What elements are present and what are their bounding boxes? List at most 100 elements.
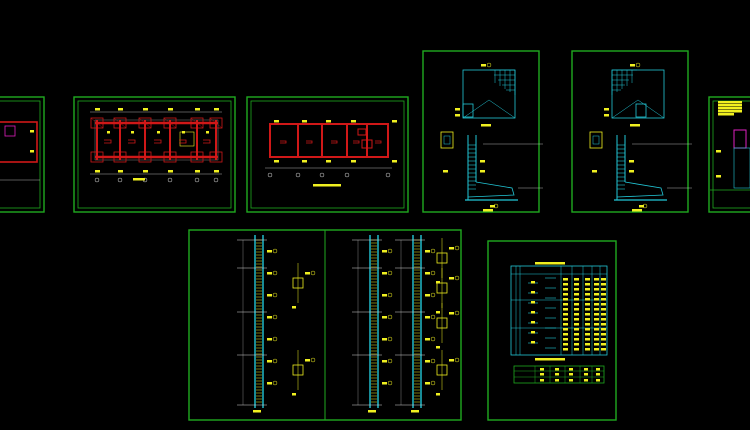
annotation-label (531, 281, 535, 284)
elevation-title (253, 410, 261, 413)
annotation-label (604, 114, 609, 117)
footing-diagonal (138, 117, 152, 129)
schedule-cell (574, 278, 579, 281)
summary-cell (569, 373, 573, 376)
schedule-cell (594, 338, 599, 341)
annotation-label (629, 160, 634, 163)
footing (163, 151, 177, 163)
rebar-mark-bubble (272, 248, 278, 254)
footing-section (616, 181, 664, 198)
schedule-cell (585, 278, 590, 281)
sheet-inner-frame (77, 100, 232, 209)
schedule-cell (594, 343, 599, 346)
footing-plan (462, 69, 516, 119)
schedule-cell (585, 293, 590, 296)
rebar-mark-bubble (642, 203, 648, 209)
footing-plan (611, 69, 665, 119)
sheet-frame-wall-section-partial (708, 96, 750, 213)
annotation-label (629, 170, 634, 173)
annotation-label (382, 360, 387, 363)
schedule-cell (601, 313, 606, 316)
annotation-label (639, 205, 644, 208)
annotation-label (455, 114, 460, 117)
annotation-label (131, 131, 134, 134)
sheet-content (0, 62, 750, 413)
footing-diagonal (209, 117, 223, 129)
annotation-label (425, 250, 430, 253)
schedule-cell (574, 343, 579, 346)
summary-cell (596, 379, 600, 382)
schedule-cell (594, 278, 599, 281)
annotation-label (449, 247, 454, 250)
schedule-cell (601, 308, 606, 311)
section-title (481, 124, 491, 127)
grid-bubble (319, 172, 325, 178)
schedule-cell (574, 308, 579, 311)
sheet-frame-foundation-plan-partial (0, 96, 45, 213)
footing (209, 151, 223, 163)
schedule-cell (594, 283, 599, 286)
schedule-cell (601, 283, 606, 286)
rebar-mark-bubble (387, 380, 393, 386)
schedule-cell (601, 323, 606, 326)
elevation-title (411, 410, 419, 413)
schedule-cell (563, 303, 568, 306)
summary-cell (555, 373, 559, 376)
rebar-mark-bubble (430, 292, 436, 298)
section-title (436, 346, 440, 349)
schedule-cell (585, 308, 590, 311)
annotation-label (118, 170, 123, 173)
annotation-label (382, 338, 387, 341)
footing-diagonal (113, 117, 127, 129)
schedule-cell (594, 303, 599, 306)
grid-bubble (194, 177, 200, 183)
schedule-cell (585, 333, 590, 336)
schedule-cell (585, 348, 590, 351)
footing-section (467, 181, 515, 198)
summary-cell (584, 368, 588, 371)
schedule-cell (585, 298, 590, 301)
footing (113, 117, 127, 129)
annotation-label (425, 360, 430, 363)
column-section (440, 131, 454, 149)
schedule-cell (594, 328, 599, 331)
schedule-cell (574, 323, 579, 326)
schedule-cell (585, 303, 590, 306)
notes-text (718, 104, 742, 107)
summary-cell (596, 373, 600, 376)
annotation-label (531, 311, 535, 314)
grid-bubble (267, 172, 273, 178)
schedule-cell (563, 323, 568, 326)
footing (190, 117, 204, 129)
footing (113, 151, 127, 163)
sheet-frame-rebar-schedule (487, 240, 617, 421)
rebar-mark-bubble (272, 292, 278, 298)
grid-bubble (385, 172, 391, 178)
annotation-label (425, 316, 430, 319)
schedule-cell (574, 348, 579, 351)
annotation-label (531, 301, 535, 304)
annotation-label (267, 338, 272, 341)
rebar-mark-bubble (387, 248, 393, 254)
annotation-label (267, 272, 272, 275)
schedule-cell (563, 288, 568, 291)
notes-text (718, 107, 742, 110)
schedule-cell (574, 303, 579, 306)
annotation-label (604, 108, 609, 111)
annotation-label (630, 64, 635, 67)
beam-outline (0, 121, 38, 163)
annotation-label (302, 120, 307, 123)
column-core (443, 135, 451, 145)
annotation-label (490, 205, 495, 208)
schedule-cell (574, 328, 579, 331)
schedule-cell (594, 293, 599, 296)
grid-bubble (295, 172, 301, 178)
schedule-cell (563, 333, 568, 336)
schedule-cell (585, 318, 590, 321)
summary-cell (596, 368, 600, 371)
annotation-label (267, 382, 272, 385)
schedule-cell (601, 338, 606, 341)
annotation-label (274, 160, 279, 163)
annotation-label (425, 382, 430, 385)
